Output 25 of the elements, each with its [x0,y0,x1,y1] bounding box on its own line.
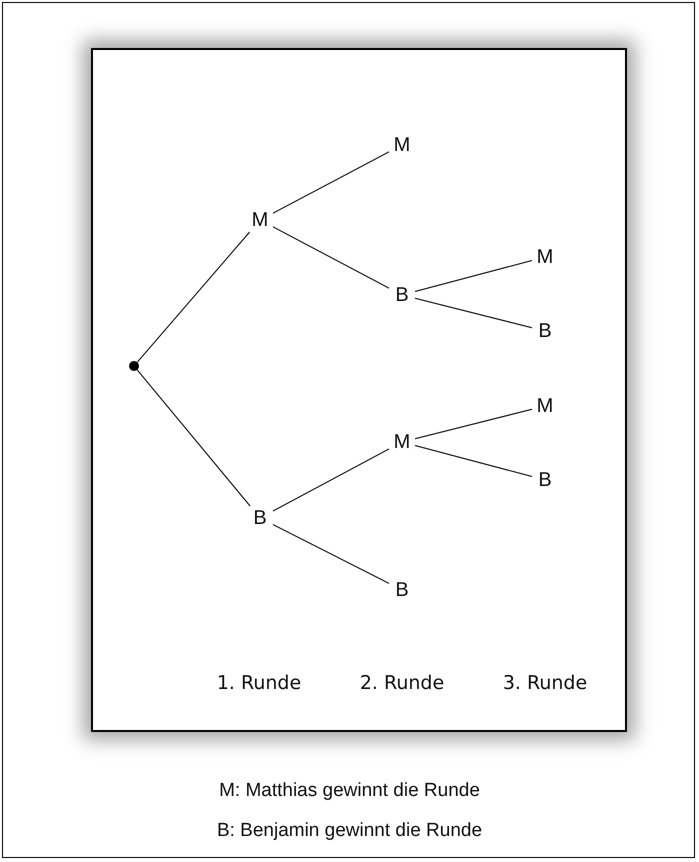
round-label: 1. Runde [216,672,302,694]
outcome-label: B [253,508,267,528]
outcome-label: M [536,396,554,416]
legend-note: B: Benjamin gewinnt die Runde [216,820,484,842]
tree-branch [272,524,390,584]
outcome-label: B [538,470,552,490]
outcome-label: M [394,135,410,155]
tree-branch [414,260,532,292]
tree-branch [414,298,532,328]
tree-branch [272,448,390,512]
tree-branch [272,226,390,289]
outcome-label: M [394,432,410,452]
outcome-label: M [252,210,268,230]
legend-note: M: Matthias gewinnt die Runde [218,780,481,802]
outcome-label: B [538,321,552,341]
tree-branch [414,408,532,440]
outcome-label: B [395,580,409,600]
outcome-label: B [395,285,409,305]
round-label: 3. Runde [502,672,588,694]
tree-branch [414,444,532,478]
tree-branch [272,151,390,214]
round-label: 2. Runde [360,672,444,694]
outcome-label: M [536,247,554,267]
tree-branch [136,232,250,363]
tree-branch [136,369,251,506]
